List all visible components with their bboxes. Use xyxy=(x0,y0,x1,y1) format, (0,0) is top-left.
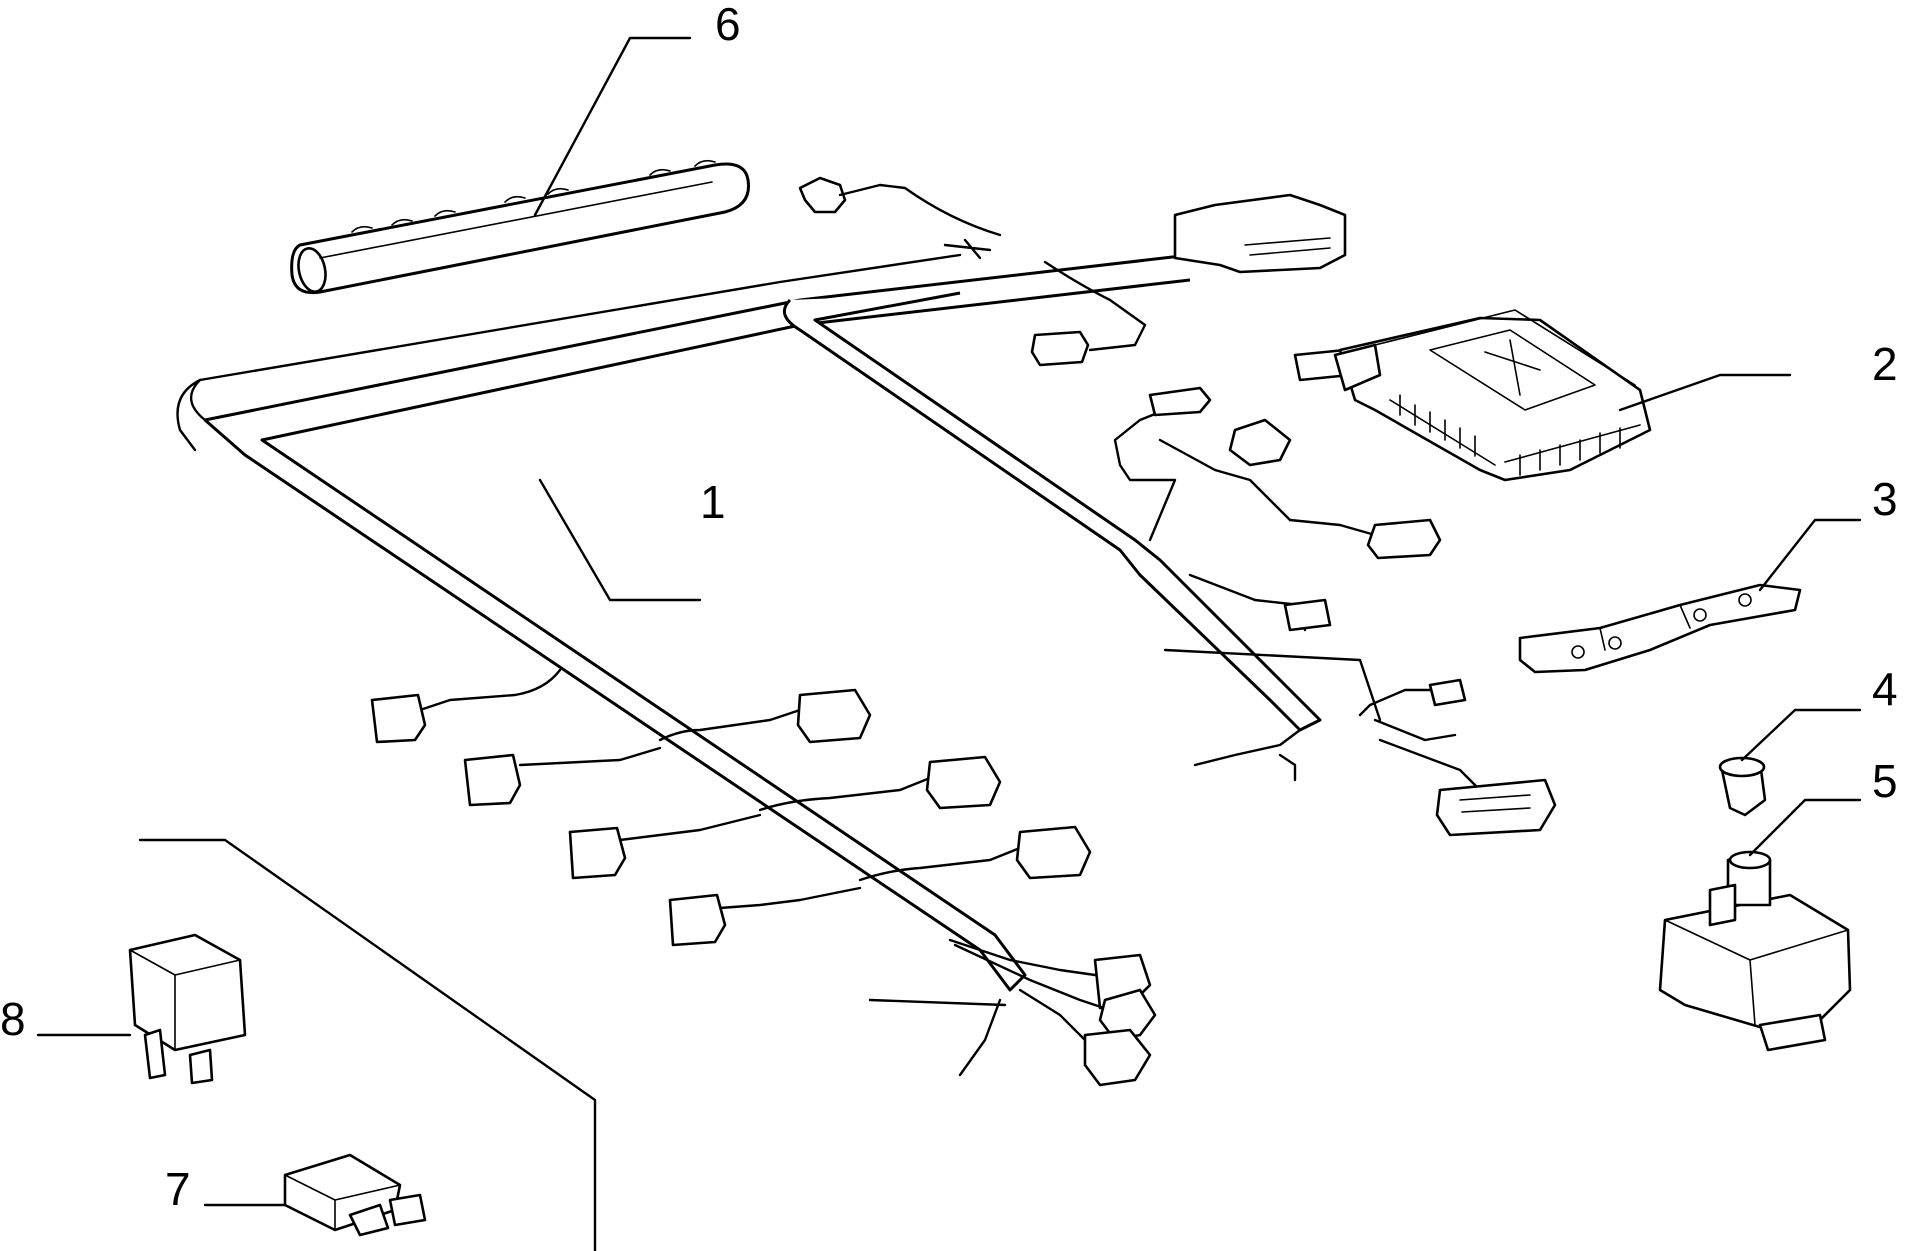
separator-line xyxy=(138,838,597,1251)
callout-5: 5 xyxy=(1872,755,1898,807)
callout-8: 8 xyxy=(0,993,26,1045)
part-5-relay-module xyxy=(1658,850,1852,1052)
callout-7: 7 xyxy=(165,1163,191,1215)
part-6-conduit xyxy=(290,159,751,295)
part-3-bracket xyxy=(1518,583,1802,674)
part-1-wiring-harness xyxy=(176,176,1557,1087)
callout-3: 3 xyxy=(1872,473,1898,525)
callout-4: 4 xyxy=(1872,663,1898,715)
part-2-control-unit xyxy=(1333,309,1652,482)
part-7-fuse xyxy=(283,1153,427,1237)
part-4-grommet xyxy=(1718,756,1767,817)
leader-lines xyxy=(36,36,1862,1207)
callout-1: 1 xyxy=(700,476,726,528)
callout-6: 6 xyxy=(715,0,741,50)
callout-2: 2 xyxy=(1872,338,1898,390)
part-8-relay xyxy=(128,933,247,1085)
